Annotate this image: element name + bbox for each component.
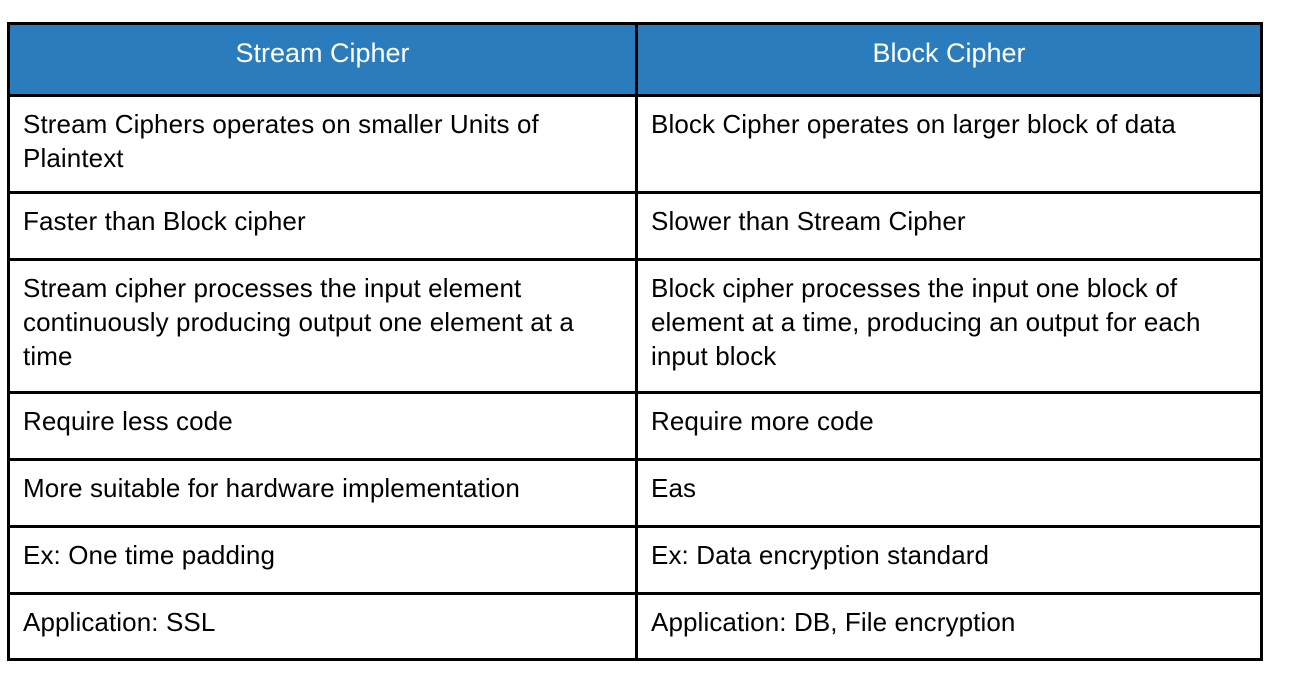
cell-block-cipher: Require more code — [635, 391, 1263, 461]
cell-block-cipher: Ex: Data encryption standard — [635, 525, 1263, 595]
cell-block-cipher: Block cipher processes the input one blo… — [635, 258, 1263, 394]
table-body: Stream Ciphers operates on smaller Units… — [7, 94, 1263, 661]
cell-stream-cipher: Stream cipher processes the input elemen… — [7, 258, 638, 394]
cell-block-cipher: Slower than Stream Cipher — [635, 191, 1263, 261]
table-row: Ex: One time padding Ex: Data encryption… — [7, 525, 1263, 595]
table-row: Stream Ciphers operates on smaller Units… — [7, 94, 1263, 194]
column-header-block-cipher: Block Cipher — [635, 22, 1263, 97]
cell-block-cipher: Application: DB, File encryption — [635, 592, 1263, 661]
cipher-comparison-table: Stream Cipher Block Cipher Stream Cipher… — [7, 22, 1263, 661]
table-row: Stream cipher processes the input elemen… — [7, 258, 1263, 394]
cell-stream-cipher: Ex: One time padding — [7, 525, 638, 595]
cell-block-cipher: Block Cipher operates on larger block of… — [635, 94, 1263, 194]
table-row: Application: SSL Application: DB, File e… — [7, 592, 1263, 661]
table-row: Require less code Require more code — [7, 391, 1263, 461]
column-header-stream-cipher: Stream Cipher — [7, 22, 638, 97]
table-row: More suitable for hardware implementatio… — [7, 458, 1263, 528]
cell-stream-cipher: Application: SSL — [7, 592, 638, 661]
cell-stream-cipher: Require less code — [7, 391, 638, 461]
table-header: Stream Cipher Block Cipher — [7, 22, 1263, 97]
cell-block-cipher: Eas — [635, 458, 1263, 528]
cell-stream-cipher: Stream Ciphers operates on smaller Units… — [7, 94, 638, 194]
table-row: Faster than Block cipher Slower than Str… — [7, 191, 1263, 261]
table-header-row: Stream Cipher Block Cipher — [7, 22, 1263, 97]
cell-stream-cipher: More suitable for hardware implementatio… — [7, 458, 638, 528]
cell-stream-cipher: Faster than Block cipher — [7, 191, 638, 261]
